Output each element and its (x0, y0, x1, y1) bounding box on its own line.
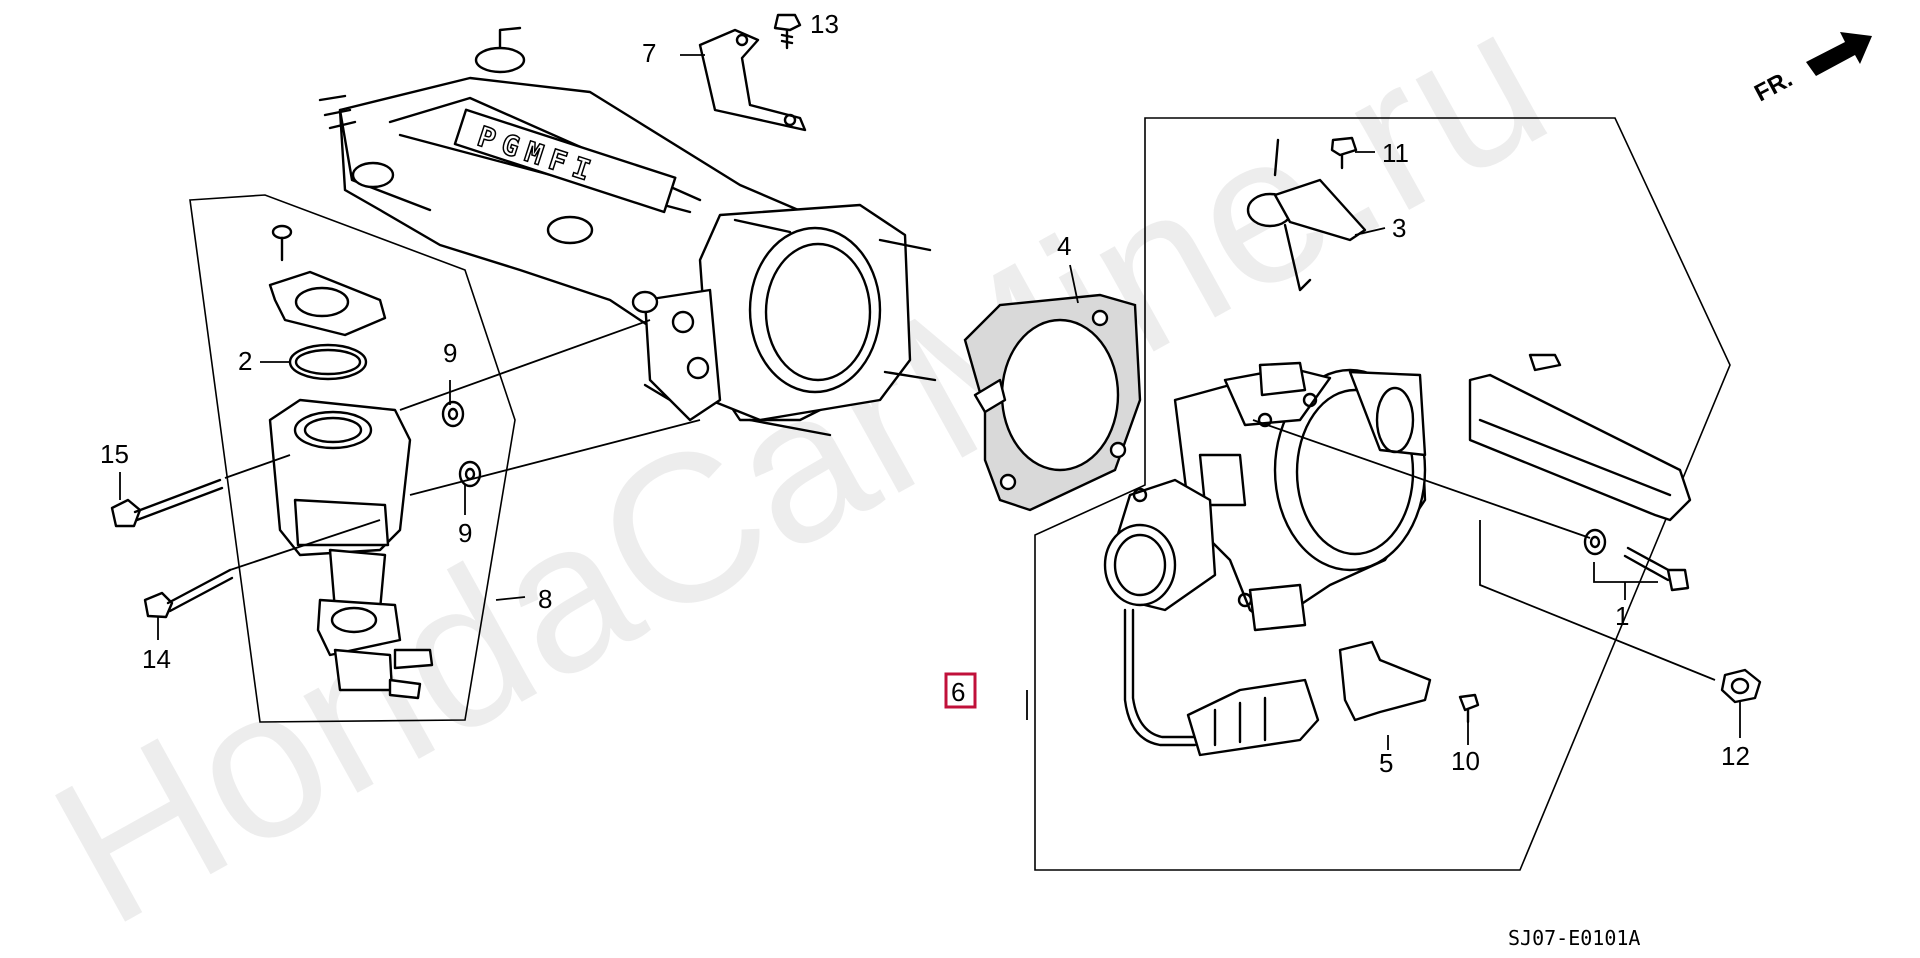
bracket-1 (1468, 353, 1692, 522)
gasket-4 (963, 264, 1142, 512)
screw-top (271, 224, 293, 262)
washer-9-lower (458, 460, 482, 488)
label-part-10: 10 (1451, 746, 1480, 776)
right-leaders (680, 54, 1741, 750)
part-6-highlight-box (944, 672, 977, 709)
washer-1 (1583, 528, 1607, 556)
intake-manifold: PGMFI (318, 26, 937, 437)
label-part-13: 13 (810, 9, 839, 39)
o-ring-2 (288, 343, 368, 381)
cover-plate (268, 270, 387, 337)
label-part-9-upper: 9 (443, 338, 457, 368)
label-part-12: 12 (1721, 741, 1750, 771)
bolt-15 (110, 478, 224, 528)
label-part-5: 5 (1379, 748, 1393, 778)
label-part-15: 15 (100, 439, 129, 469)
group-6-outline (1034, 117, 1731, 871)
label-part-1: 1 (1615, 601, 1629, 631)
throttle-body (1173, 361, 1427, 632)
svg-text:FR.: FR. (1750, 65, 1797, 107)
bolt-14 (143, 568, 234, 619)
nut-12 (1720, 668, 1762, 704)
throttle-sensor (1103, 478, 1320, 757)
bolt-10 (1458, 693, 1480, 724)
bracket-5 (1338, 640, 1432, 722)
diagram-code: SJ07-E0101A (1508, 926, 1640, 950)
front-direction-arrow: FR. (1750, 32, 1872, 107)
label-part-2: 2 (238, 346, 252, 376)
left-leaders (119, 319, 701, 640)
part-labels: 1 2 3 4 5 6 7 8 9 9 10 11 12 13 14 15 (100, 9, 1750, 778)
idle-valve-body (268, 398, 434, 700)
washer-9-upper (441, 400, 465, 428)
label-part-8: 8 (538, 584, 552, 614)
label-part-11: 11 (1382, 138, 1409, 168)
bracket-7 (698, 28, 807, 132)
label-part-6[interactable]: 6 (951, 677, 965, 707)
label-part-3: 3 (1392, 213, 1406, 243)
screw-1 (1623, 546, 1690, 592)
bolt-11 (1330, 136, 1358, 170)
bolt-13 (773, 13, 802, 50)
label-part-14: 14 (142, 644, 171, 674)
label-part-9-lower: 9 (458, 518, 472, 548)
label-part-7: 7 (642, 38, 656, 68)
group-8-outline (189, 194, 516, 723)
label-part-4: 4 (1057, 231, 1071, 261)
